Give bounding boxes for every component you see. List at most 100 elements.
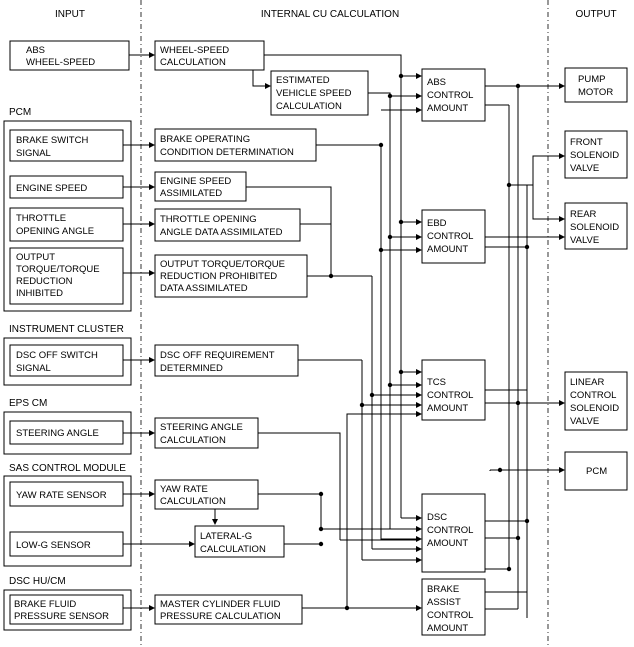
output-pump-motor-line: PUMP [578,74,605,85]
output-rear-solenoid-line: VALVE [570,235,599,246]
input-output-torque-line: INHIBITED [16,288,63,299]
calc-steering-angle-line: STEERING ANGLE [160,422,243,433]
arrowheads [149,52,565,611]
calc-yaw-rate: YAW RATE CALCULATION [154,479,259,510]
control-dsc: DSC CONTROL AMOUNT [421,493,486,573]
control-ebd-line: AMOUNT [427,244,468,255]
calc-brake-operating-line: CONDITION DETERMINATION [160,147,294,158]
input-brake-fluid-line: BRAKE FLUID [14,599,76,610]
input-brake-fluid-line: PRESSURE SENSOR [14,611,109,622]
input-dsc-off-switch: DSC OFF SWITCH SIGNAL [9,344,124,377]
calc-yaw-rate-line: YAW RATE [160,484,208,495]
group-frame-sas-control-module [3,475,132,567]
output-front-solenoid-line: SOLENOID [570,150,619,161]
group-instrument-cluster: INSTRUMENT CLUSTER [9,324,124,335]
output-linear-solenoid: LINEAR CONTROL SOLENOID VALVE [564,371,628,431]
output-front-solenoid-line: VALVE [570,163,599,174]
output-linear-solenoid-line: SOLENOID [570,403,619,414]
control-brake-assist-line: CONTROL [427,610,473,621]
control-abs-line: AMOUNT [427,103,468,114]
calc-wheel-speed-line: WHEEL-SPEED [160,45,229,56]
calc-throttle-line: THROTTLE OPENING [160,214,257,225]
input-brake-switch-line: BRAKE SWITCH [16,135,88,146]
calc-dsc-off-line: DSC OFF REQUIREMENT [160,350,275,361]
input-low-g-line: LOW-G SENSOR [16,540,91,551]
calc-engine-speed-line: ASSIMILATED [160,188,222,199]
calc-estimated-vehicle-speed: ESTIMATED VEHICLE SPEED CALCULATION [270,70,369,116]
control-abs-line: ABS [427,77,446,88]
calc-brake-operating: BRAKE OPERATING CONDITION DETERMINATION [154,128,317,162]
calc-engine-speed-line: ENGINE SPEED [160,176,231,187]
connection-lines [123,54,559,618]
input-engine-speed: ENGINE SPEED [9,175,124,199]
calc-wheel-speed-line: CALCULATION [160,57,226,68]
header-input: INPUT [55,9,85,20]
input-brake-switch-line: SIGNAL [16,148,51,159]
calc-output-torque-line: DATA ASSIMILATED [160,283,248,294]
calc-master-cylinder: MASTER CYLINDER FLUID PRESSURE CALCULATI… [154,594,303,625]
input-brake-switch: BRAKE SWITCH SIGNAL [9,129,124,162]
output-front-solenoid-line: FRONT [570,137,603,148]
control-abs: ABS CONTROL AMOUNT [421,68,486,122]
input-steering-angle-line: STEERING ANGLE [16,428,99,439]
calc-output-torque-assimilated: OUTPUT TORQUE/TORQUE REDUCTION PROHIBITE… [154,254,308,298]
control-ebd-line: EBD [427,218,447,229]
output-linear-solenoid-line: CONTROL [570,390,616,401]
calc-engine-speed-assimilated: ENGINE SPEED ASSIMILATED [154,171,247,202]
output-front-solenoid: FRONT SOLENOID VALVE [564,130,628,179]
calc-lateral-g-line: LATERAL-G [200,531,252,542]
control-brake-assist: BRAKE ASSIST CONTROL AMOUNT [421,578,486,636]
junction-dots [250,52,530,611]
output-pcm-line: PCM [586,466,607,477]
input-steering-angle: STEERING ANGLE [9,420,124,445]
input-throttle-opening: THROTTLE OPENING ANGLE [9,207,124,242]
output-rear-solenoid: REAR SOLENOID VALVE [564,202,628,250]
calc-lateral-g-line: CALCULATION [200,544,266,555]
header-output: OUTPUT [575,9,616,20]
input-abs-wheel-speed-line: WHEEL-SPEED [26,57,95,68]
input-throttle-line: THROTTLE [16,213,66,224]
calc-output-torque-line: OUTPUT TORQUE/TORQUE [160,259,285,270]
input-yaw-rate-sensor: YAW RATE SENSOR [9,481,124,507]
calc-wheel-speed: WHEEL-SPEED CALCULATION [154,40,265,71]
input-yaw-rate-line: YAW RATE SENSOR [16,490,107,501]
control-dsc-line: CONTROL [427,525,473,536]
output-pump-motor-line: MOTOR [578,87,613,98]
group-frame-instrument-cluster [3,337,132,386]
calc-steering-angle-line: CALCULATION [160,435,226,446]
calc-throttle-assimilated: THROTTLE OPENING ANGLE DATA ASSIMILATED [154,208,301,242]
output-linear-solenoid-line: VALVE [570,416,599,427]
input-output-torque-line: REDUCTION [16,276,73,287]
control-tcs-line: CONTROL [427,390,473,401]
calc-master-cylinder-line: PRESSURE CALCULATION [160,611,281,622]
control-dsc-line: AMOUNT [427,538,468,549]
calc-yaw-rate-line: CALCULATION [160,496,226,507]
control-tcs-line: AMOUNT [427,403,468,414]
control-dsc-line: DSC [427,512,447,523]
input-abs-wheel-speed-line: ABS [26,45,45,56]
input-output-torque: OUTPUT TORQUE/TORQUE REDUCTION INHIBITED [9,247,124,305]
calc-estimated-line: ESTIMATED [276,75,330,86]
input-dsc-off-line: DSC OFF SWITCH [16,350,98,361]
control-abs-line: CONTROL [427,90,473,101]
group-sas-control-module: SAS CONTROL MODULE [9,463,126,474]
group-dsc-hu-cm: DSC HU/CM [9,576,66,587]
group-eps-cm: EPS CM [9,398,47,409]
control-tcs-line: TCS [427,377,446,388]
output-linear-solenoid-line: LINEAR [570,377,604,388]
output-rear-solenoid-line: SOLENOID [570,222,619,233]
group-frame-pcm [3,120,132,312]
output-pump-motor: PUMP MOTOR [564,67,628,103]
calc-lateral-g: LATERAL-G CALCULATION [194,525,285,558]
output-pcm: PCM [564,451,628,491]
input-low-g-sensor: LOW-G SENSOR [9,531,124,557]
control-tcs: TCS CONTROL AMOUNT [421,359,486,421]
control-brake-assist-line: BRAKE [427,584,459,595]
group-pcm: PCM [9,107,31,118]
calc-dsc-off-requirement: DSC OFF REQUIREMENT DETERMINED [154,344,299,377]
header-internal: INTERNAL CU CALCULATION [261,9,399,20]
output-rear-solenoid-line: REAR [570,209,597,220]
calc-brake-operating-line: BRAKE OPERATING [160,134,250,145]
calc-output-torque-line: REDUCTION PROHIBITED [160,271,277,282]
